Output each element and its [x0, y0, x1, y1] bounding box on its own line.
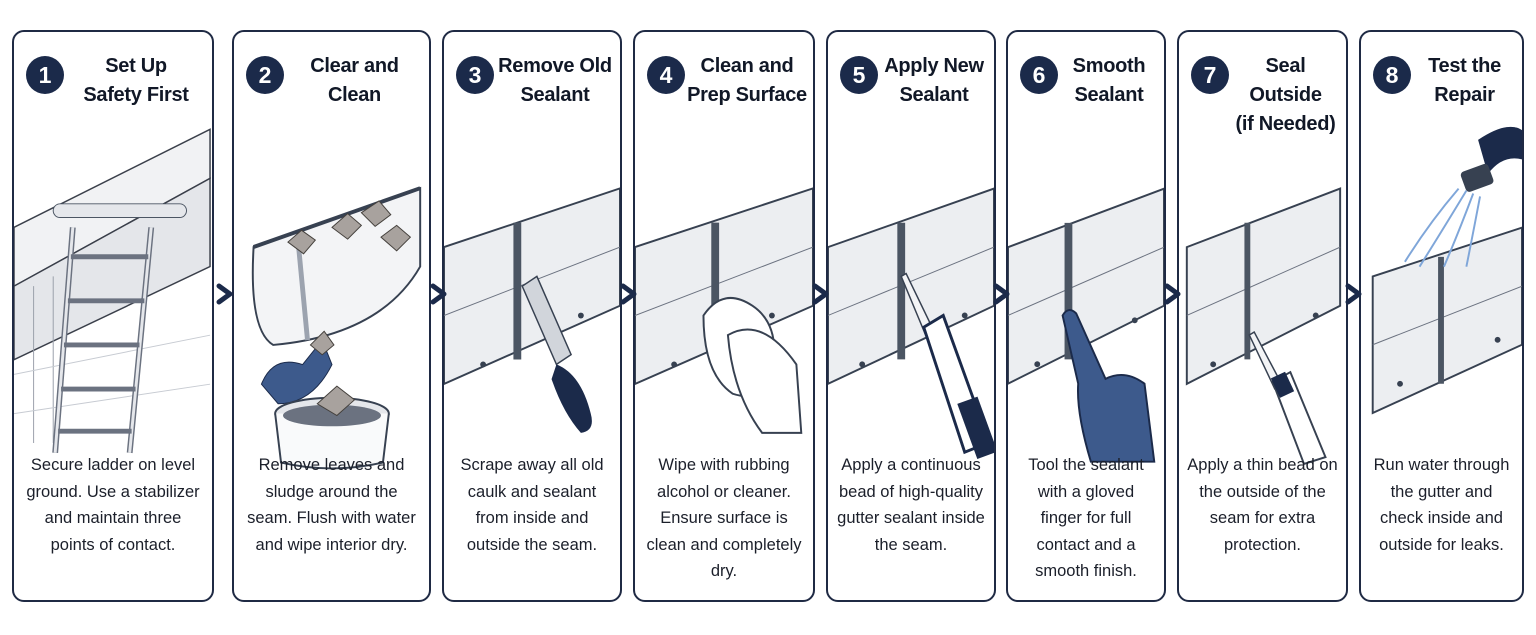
step-description: Apply a continuous bead of high-quality … — [837, 456, 985, 554]
step-title: Clear and Clean — [310, 55, 399, 106]
ladder-icon — [14, 128, 211, 454]
step-header: 8 Test the Repair — [1361, 46, 1522, 116]
hose-icon — [1371, 126, 1522, 415]
step-header: 7 Seal Outside (if Needed) — [1179, 46, 1346, 135]
step-description: Secure ladder on level ground. Use a sta… — [26, 456, 200, 554]
step-number-badge: 6 — [1020, 56, 1058, 94]
caulk-tube-icon — [1185, 187, 1342, 466]
step-description: Wipe with rubbing alcohol or cleaner. En… — [646, 456, 802, 580]
cloth-icon — [635, 187, 813, 434]
ladder-illustration — [14, 116, 212, 472]
step-header: 2 Clear and Clean — [234, 46, 429, 116]
step-header: 1 Set Up Safety First — [14, 46, 212, 116]
step-title: Smooth Sealant — [1072, 55, 1146, 106]
scraper-illustration — [444, 116, 620, 472]
step-number-badge: 2 — [246, 56, 284, 94]
step-description: Scrape away all old caulk and sealant fr… — [460, 456, 604, 554]
hose-illustration — [1361, 116, 1522, 472]
step-header: 4 Clean and Prep Surface — [635, 46, 813, 116]
step-header: 6 Smooth Sealant — [1008, 46, 1164, 116]
step-description: Tool the sealant with a gloved finger fo… — [1028, 456, 1144, 580]
right-arrow-icon — [993, 283, 1010, 305]
step-panel-3: 3 Remove Old Sealant Scrape away all old… — [442, 30, 622, 602]
step-description: Remove leaves and sludge around the seam… — [247, 456, 416, 554]
right-arrow-icon — [1345, 283, 1362, 305]
leaves-bucket-icon — [251, 186, 422, 470]
step-number-badge: 8 — [1373, 56, 1411, 94]
smooth-illustration — [1008, 116, 1164, 472]
clean-gutter-illustration — [234, 116, 429, 472]
right-arrow-icon — [620, 283, 637, 305]
right-arrow-icon — [216, 283, 233, 305]
step-panel-6: 6 Smooth Sealant Tool the sealant with a… — [1006, 30, 1166, 602]
step-number-badge: 5 — [840, 56, 878, 94]
step-description: Apply a thin bead on the outside of the … — [1187, 456, 1338, 554]
right-arrow-icon — [812, 283, 829, 305]
step-title: Seal Outside (if Needed) — [1235, 55, 1336, 135]
step-title: Test the Repair — [1428, 55, 1501, 106]
wipe-illustration — [635, 116, 813, 472]
step-panel-5: 5 Apply New Sealant Apply a continuous b… — [826, 30, 996, 602]
caulk-gun-icon — [828, 187, 994, 459]
step-title: Set Up Safety First — [83, 55, 189, 106]
step-panel-7: 7 Seal Outside (if Needed) Apply a thin … — [1177, 30, 1348, 602]
seal-outside-illustration — [1179, 116, 1346, 472]
step-title: Clean and Prep Surface — [687, 55, 807, 106]
step-title: Apply New Sealant — [884, 55, 984, 106]
caulk-gun-illustration — [828, 116, 994, 472]
step-number-badge: 4 — [647, 56, 685, 94]
step-number-badge: 3 — [456, 56, 494, 94]
step-panel-8: 8 Test the Repair Run water through the … — [1359, 30, 1524, 602]
gloved-finger-icon — [1008, 187, 1164, 463]
step-panel-2: 2 Clear and Clean Remove leaves and slud… — [232, 30, 431, 602]
step-header: 3 Remove Old Sealant — [444, 46, 620, 116]
step-number-badge: 1 — [26, 56, 64, 94]
step-panel-4: 4 Clean and Prep Surface Wipe with rubbi… — [633, 30, 815, 602]
right-arrow-icon — [1164, 283, 1181, 305]
step-title: Remove Old Sealant — [498, 55, 612, 106]
right-arrow-icon — [430, 283, 447, 305]
step-number-badge: 7 — [1191, 56, 1229, 94]
step-header: 5 Apply New Sealant — [828, 46, 994, 116]
step-panel-1: 1 Set Up Safety First Secure ladder on l… — [12, 30, 214, 602]
putty-knife-icon — [444, 187, 620, 433]
step-description: Run water through the gutter and check i… — [1373, 456, 1510, 554]
